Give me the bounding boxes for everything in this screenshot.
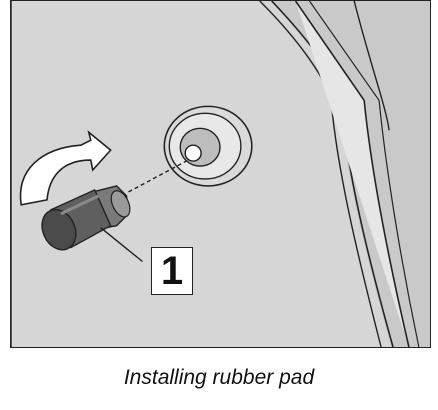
illustration-frame: 1 xyxy=(10,0,431,348)
rotation-arrow-icon xyxy=(19,130,112,206)
mounting-hole-icon xyxy=(163,105,253,187)
panel-outer-rim-line xyxy=(308,1,420,347)
figure-caption: Installing rubber pad xyxy=(123,366,315,389)
rubber-pad-icon xyxy=(41,185,131,251)
installation-illustration xyxy=(11,1,430,347)
callout-leader-line xyxy=(100,227,143,263)
panel-rim-edge xyxy=(259,1,382,347)
insertion-guide-line xyxy=(128,159,189,193)
panel-outer-rim xyxy=(294,1,410,347)
panel-corner-line xyxy=(353,1,390,131)
callout-label: 1 xyxy=(151,247,193,295)
